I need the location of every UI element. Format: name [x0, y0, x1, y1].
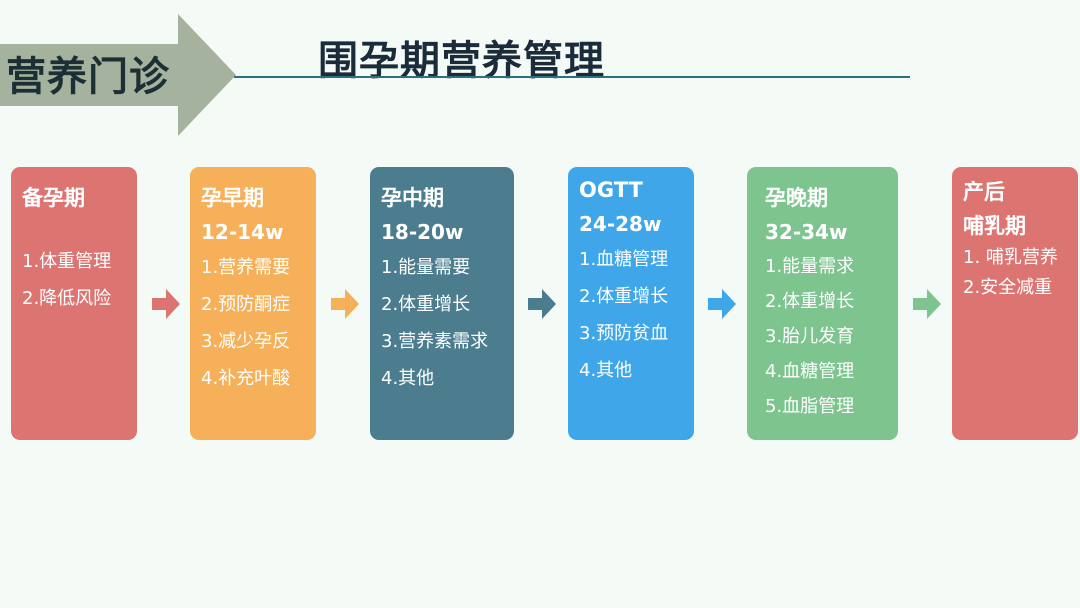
stage-item: 4.血糖管理	[765, 361, 855, 382]
stage-item-list: 1.能量需要 2.体重增长 3.营养素需求 4.其他	[381, 249, 504, 397]
stage-item-list: 1.营养需要 2.预防酮症 3.减少孕反 4.补充叶酸	[201, 249, 306, 397]
stage-item: 1. 哺乳营养	[963, 247, 1058, 268]
stage-card-late-pregnancy: 孕晚期 32-34w 1.能量需求 2.体重增长 3.胎儿发育 4.血糖管理 5…	[747, 167, 898, 440]
arrow-right-icon	[152, 289, 180, 319]
stage-subtitle: 哺乳期	[963, 214, 1026, 238]
clinic-label: 营养门诊	[6, 54, 170, 100]
stage-item: 4.补充叶酸	[201, 368, 291, 389]
stage-item: 2.安全减重	[963, 277, 1053, 298]
stage-item: 3.减少孕反	[201, 331, 291, 352]
stage-item: 2.降低风险	[22, 288, 112, 309]
stage-item: 1.能量需求	[765, 256, 855, 277]
stage-card-ogtt: OGTT 24-28w 1.血糖管理 2.体重增长 3.预防贫血 4.其他	[568, 167, 694, 440]
header-arrow-shape	[0, 14, 236, 136]
stage-item: 5.血脂管理	[765, 396, 855, 417]
stage-item: 1.体重管理	[22, 251, 112, 272]
arrow-right-icon	[708, 289, 736, 319]
stage-name: OGTT	[579, 178, 643, 202]
stage-card-postpartum: 产后 哺乳期 1. 哺乳营养 2.安全减重	[952, 167, 1078, 440]
stage-week-range: 24-28w	[579, 212, 662, 236]
stage-item: 2.体重增长	[579, 286, 669, 307]
stage-item-list: 1.能量需求 2.体重增长 3.胎儿发育 4.血糖管理 5.血脂管理	[765, 249, 888, 424]
arrow-right-icon	[913, 289, 941, 319]
stage-item: 2.体重增长	[765, 291, 855, 312]
stage-name: 备孕期	[22, 186, 85, 210]
stage-name: 孕早期	[201, 186, 264, 210]
stage-name: 产后	[963, 180, 1005, 204]
stage-item: 4.其他	[381, 368, 435, 389]
stage-item: 3.营养素需求	[381, 331, 489, 352]
stage-card-mid-pregnancy: 孕中期 18-20w 1.能量需要 2.体重增长 3.营养素需求 4.其他	[370, 167, 514, 440]
stage-item: 2.预防酮症	[201, 294, 291, 315]
stage-item: 1.血糖管理	[579, 249, 669, 270]
stage-card-pre-pregnancy: 备孕期 1.体重管理 2.降低风险	[11, 167, 137, 440]
stage-item: 4.其他	[579, 360, 633, 381]
stage-item: 2.体重增长	[381, 294, 471, 315]
stage-item-list: 1.体重管理 2.降低风险	[22, 243, 127, 317]
stage-item: 1.营养需要	[201, 257, 291, 278]
stage-item: 3.预防贫血	[579, 323, 669, 344]
header-arrow-banner	[0, 14, 236, 136]
stage-week-range: 18-20w	[381, 220, 464, 244]
title-underline	[234, 76, 910, 78]
arrow-right-icon	[331, 289, 359, 319]
stage-name: 孕晚期	[765, 186, 828, 210]
stage-name: 孕中期	[381, 186, 444, 210]
arrow-right-icon	[528, 289, 556, 319]
stage-week-range: 12-14w	[201, 220, 284, 244]
stage-item: 1.能量需要	[381, 257, 471, 278]
stage-item: 3.胎儿发育	[765, 326, 855, 347]
stage-week-range: 32-34w	[765, 220, 848, 244]
stage-card-early-pregnancy: 孕早期 12-14w 1.营养需要 2.预防酮症 3.减少孕反 4.补充叶酸	[190, 167, 316, 440]
stage-item-list: 1.血糖管理 2.体重增长 3.预防贫血 4.其他	[579, 241, 684, 389]
stage-item-list: 1. 哺乳营养 2.安全减重	[963, 243, 1068, 303]
